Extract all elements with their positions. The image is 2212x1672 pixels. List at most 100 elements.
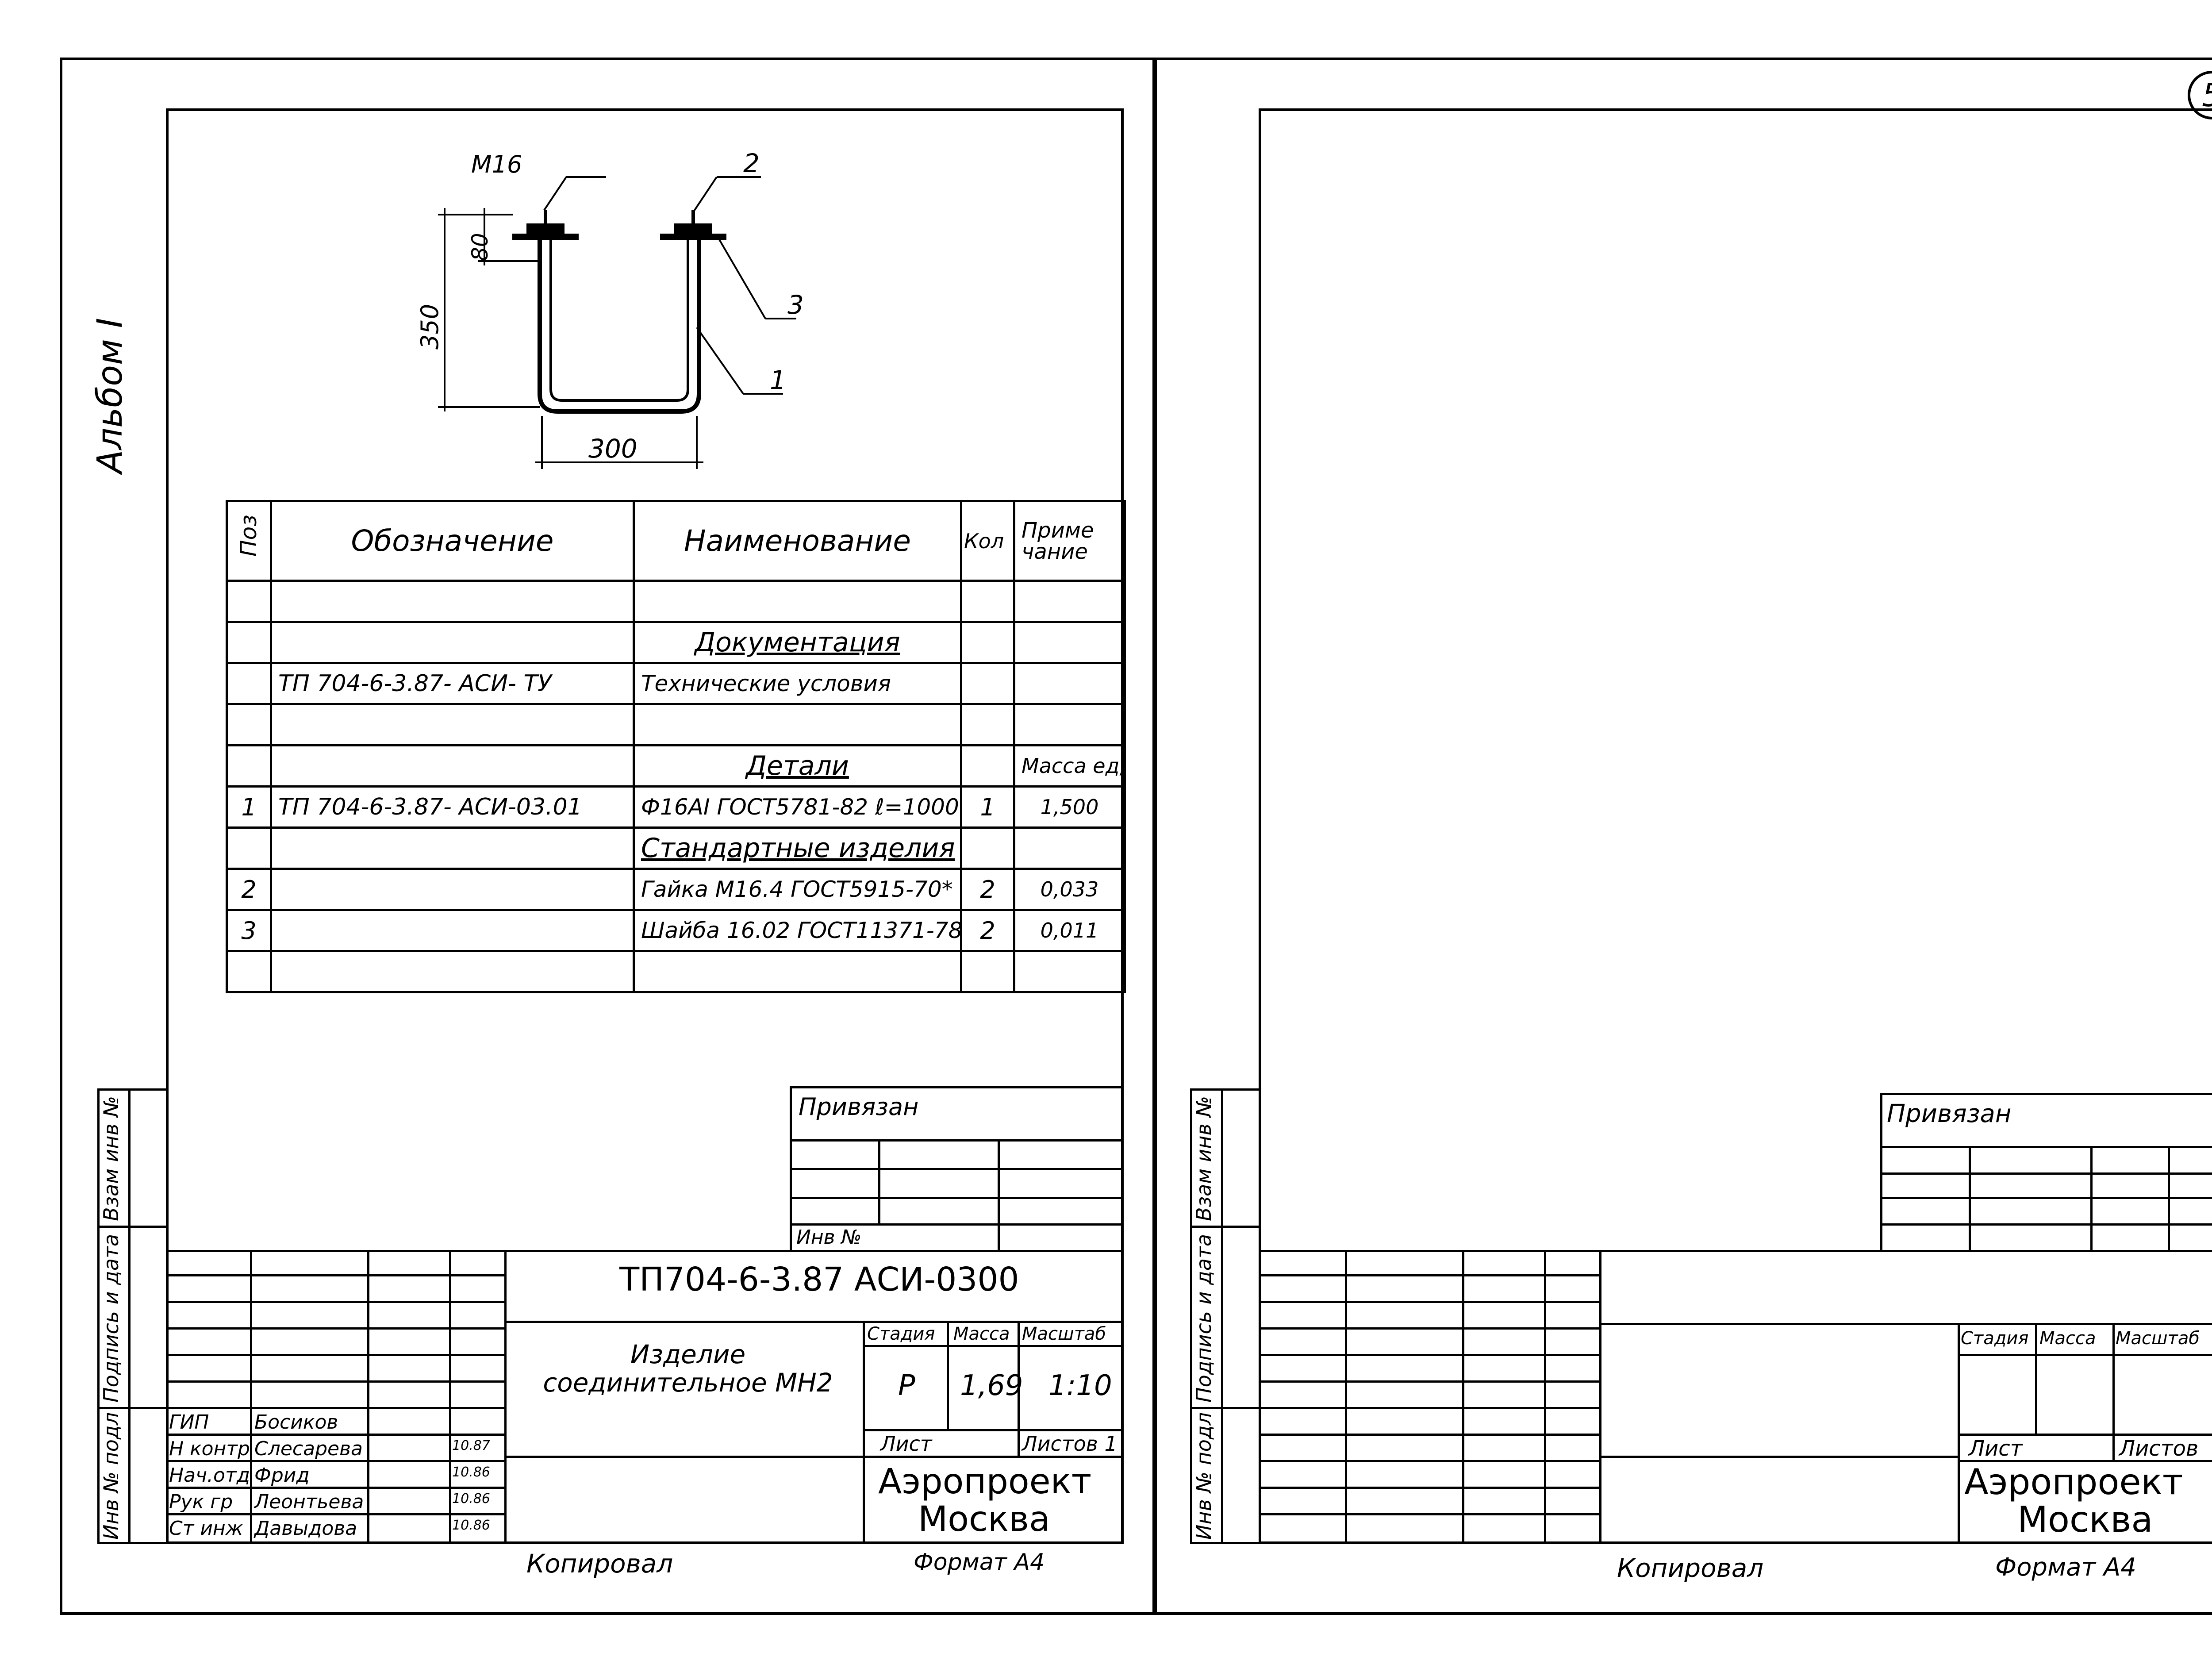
- spec-header-name: Наименование: [633, 500, 962, 582]
- spec-cell-designation: [270, 868, 635, 911]
- right-format-label: Формат А4: [1995, 1553, 2136, 1582]
- spec-cell-designation: ТП 704-6-3.87- АСИ-03.01: [270, 785, 635, 829]
- spec-cell-designation: [270, 621, 635, 664]
- left-mass-label: Масса: [953, 1324, 1010, 1344]
- right-sheet-outer-frame: [1152, 58, 2212, 1615]
- stamp-date: 10.86: [452, 1491, 490, 1507]
- spec-cell-note: [1013, 580, 1126, 623]
- stamp-person-name: Фрид: [254, 1464, 310, 1487]
- stamp-date: 10.86: [452, 1464, 490, 1480]
- dim-350: 350: [416, 304, 444, 350]
- spec-cell-designation: [270, 580, 635, 623]
- sheet-number: 5: [2202, 77, 2212, 114]
- spec-cell-pos: [226, 662, 272, 705]
- spec-cell-note: 0,011: [1013, 909, 1126, 952]
- spec-cell-qty: 2: [960, 868, 1015, 911]
- right-org-line1: Аэропроект: [1964, 1461, 2183, 1503]
- spec-cell-designation: [270, 744, 635, 788]
- stamp-role: ГИП: [169, 1411, 209, 1434]
- stamp-person-name: Босиков: [254, 1411, 338, 1434]
- spec-cell-designation: [270, 909, 635, 952]
- spec-cell-qty: 2: [960, 909, 1015, 952]
- spec-cell-note: [1013, 662, 1126, 705]
- right-scale-label: Масштаб: [2116, 1328, 2200, 1349]
- spec-cell-name: Ф16АI ГОСТ5781-82 ℓ=1000: [633, 785, 962, 829]
- right-sheets-label: Листов: [2119, 1436, 2199, 1461]
- spec-cell-note: 1,500: [1013, 785, 1126, 829]
- right-side-sign-date: Подпись и дата: [1192, 1234, 1216, 1403]
- spec-cell-qty: [960, 950, 1015, 993]
- right-stage-label: Стадия: [1961, 1328, 2029, 1349]
- spec-cell-qty: [960, 826, 1015, 870]
- table-row: Документация: [226, 621, 1126, 664]
- left-org-line2: Москва: [918, 1499, 1050, 1539]
- spec-cell-pos: [226, 950, 272, 993]
- spec-cell-designation: ТП 704-6-3.87- АСИ- ТУ: [270, 662, 635, 705]
- left-org-line1: Аэропроект: [878, 1462, 1092, 1502]
- spec-cell-name: Стандартные изделия: [633, 826, 962, 870]
- spec-cell-designation: [270, 950, 635, 993]
- stamp-date: 10.86: [452, 1518, 490, 1533]
- spec-cell-name: [633, 703, 962, 746]
- spec-header-designation: Обозначение: [270, 500, 635, 582]
- u-bolt-diagram: [438, 176, 796, 469]
- spec-cell-pos: 1: [226, 785, 272, 829]
- spec-cell-name: [633, 580, 962, 623]
- spec-cell-name: Шайба 16.02 ГОСТ11371-78: [633, 909, 962, 952]
- specification-table: Поз Обозначение Наименование Кол Приме ч…: [226, 500, 1126, 993]
- spec-cell-pos: 3: [226, 909, 272, 952]
- stamp-person-name: Слесарева: [254, 1438, 363, 1460]
- spec-cell-designation: [270, 826, 635, 870]
- callout-3: 3: [787, 290, 804, 320]
- dim-300: 300: [588, 434, 637, 464]
- left-stage-value: Р: [898, 1369, 915, 1402]
- left-side-sign-date: Подпись и дата: [99, 1234, 123, 1403]
- left-sheet-label: Лист: [880, 1432, 932, 1456]
- spec-cell-pos: 2: [226, 868, 272, 911]
- spec-cell-pos: [226, 744, 272, 788]
- stamp-role: Н контр: [169, 1438, 250, 1460]
- right-mass-label: Масса: [2039, 1328, 2096, 1349]
- album-label: Альбом I: [90, 318, 130, 473]
- spec-cell-pos: [226, 703, 272, 746]
- left-copied-label: Копировал: [526, 1549, 673, 1579]
- stamp-role: Нач.отд: [169, 1464, 250, 1487]
- spec-cell-note: Масса ед, кг: [1013, 744, 1126, 788]
- left-side-inv-orig: Инв № подл: [99, 1412, 123, 1540]
- spec-cell-qty: [960, 703, 1015, 746]
- left-inv-label: Инв №: [796, 1226, 862, 1249]
- right-side-inv-orig: Инв № подл: [1192, 1412, 1216, 1540]
- spec-header-note: Приме чание: [1013, 500, 1126, 582]
- spec-cell-pos: [226, 826, 272, 870]
- left-side-stamp: [97, 1088, 168, 1544]
- stamp-role: Рук гр: [169, 1491, 233, 1513]
- stamp-person-name: Давыдова: [254, 1517, 357, 1540]
- spec-header-row: Поз Обозначение Наименование Кол Приме ч…: [226, 500, 1126, 582]
- left-doc-code: ТП704-6-3.87 АСИ-0300: [619, 1261, 1019, 1299]
- right-org-line2: Москва: [2017, 1499, 2153, 1540]
- spec-cell-name: Гайка М16.4 ГОСТ5915-70*: [633, 868, 962, 911]
- spec-cell-name: Детали: [633, 744, 962, 788]
- spec-cell-name: Документация: [633, 621, 962, 664]
- stamp-person-name: Леонтьева: [254, 1491, 364, 1513]
- spec-cell-note: [1013, 703, 1126, 746]
- callout-2: 2: [743, 148, 760, 178]
- right-side-vzam-inv: Взам инв №: [1192, 1095, 1216, 1221]
- table-row: [226, 950, 1126, 993]
- stamp-date: 10.87: [452, 1438, 490, 1453]
- stamp-role: Ст инж: [169, 1517, 243, 1540]
- left-scale-value: 1:10: [1048, 1369, 1112, 1402]
- spec-cell-qty: [960, 621, 1015, 664]
- right-sheet-label: Лист: [1969, 1436, 2023, 1461]
- spec-cell-note: [1013, 950, 1126, 993]
- right-copied-label: Копировал: [1617, 1553, 1764, 1583]
- spec-cell-note: [1013, 826, 1126, 870]
- spec-cell-pos: [226, 580, 272, 623]
- table-row: [226, 703, 1126, 746]
- spec-header-pos: Поз: [226, 500, 272, 582]
- left-side-vzam-inv: Взам инв №: [99, 1095, 123, 1221]
- table-row: Стандартные изделия: [226, 826, 1126, 870]
